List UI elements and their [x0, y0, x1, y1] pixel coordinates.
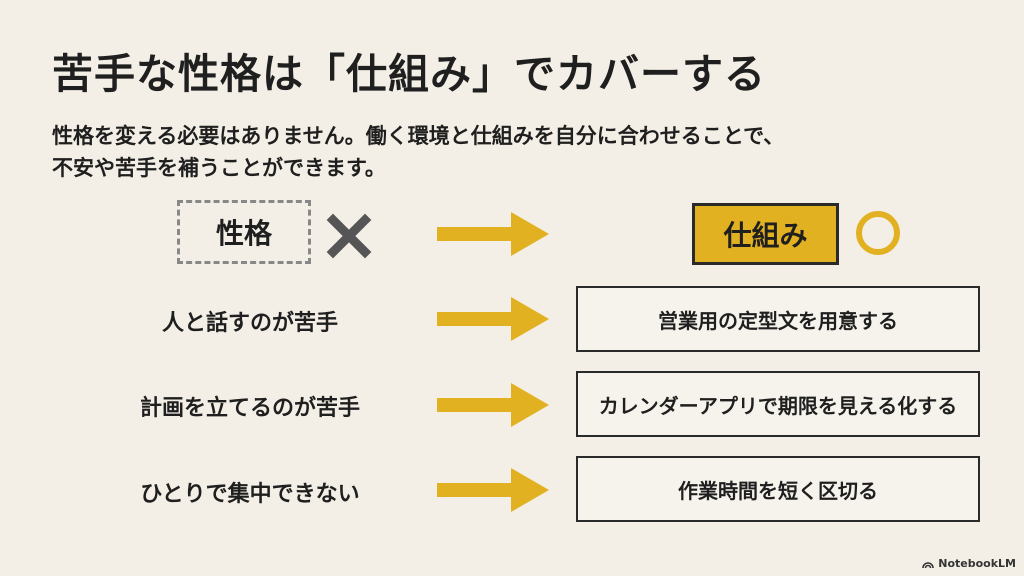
cross-icon: [326, 213, 372, 259]
solution-label-3: 作業時間を短く区切る: [678, 478, 878, 503]
page-title: 苦手な性格は「仕組み」でカバーする: [52, 50, 766, 98]
circle-icon: [856, 211, 900, 255]
subtitle-line-2: 不安や苦手を補うことができます。: [52, 156, 386, 180]
arrow-right-icon: [437, 468, 549, 512]
subtitle: 性格を変える必要はありません。働く環境と仕組みを自分に合わせることで、 不安や苦…: [52, 120, 992, 184]
arrow-right-icon: [437, 383, 549, 427]
arrow-right-icon: [437, 212, 549, 256]
brand-logo: NotebookLM: [922, 557, 1016, 570]
mechanism-label: 仕組み: [723, 219, 808, 252]
solution-label-2: カレンダーアプリで期限を見える化する: [598, 393, 958, 418]
solution-label-1: 営業用の定型文を用意する: [658, 308, 898, 333]
solution-box-3: 作業時間を短く区切る: [576, 456, 980, 522]
problem-label-3: ひとりで集中できない: [140, 482, 360, 507]
personality-box: 性格: [177, 200, 311, 264]
mechanism-box: 仕組み: [692, 203, 839, 265]
solution-box-1: 営業用の定型文を用意する: [576, 286, 980, 352]
personality-label: 性格: [215, 217, 272, 250]
arrow-right-icon: [437, 297, 549, 341]
subtitle-line-1: 性格を変える必要はありません。働く環境と仕組みを自分に合わせることで、: [52, 124, 785, 148]
notebook-logo-icon: [922, 561, 935, 568]
problem-label-2: 計画を立てるのが苦手: [139, 396, 360, 421]
brand-name: NotebookLM: [938, 557, 1016, 570]
solution-box-2: カレンダーアプリで期限を見える化する: [576, 371, 980, 437]
problem-label-1: 人と話すのが苦手: [161, 311, 338, 336]
